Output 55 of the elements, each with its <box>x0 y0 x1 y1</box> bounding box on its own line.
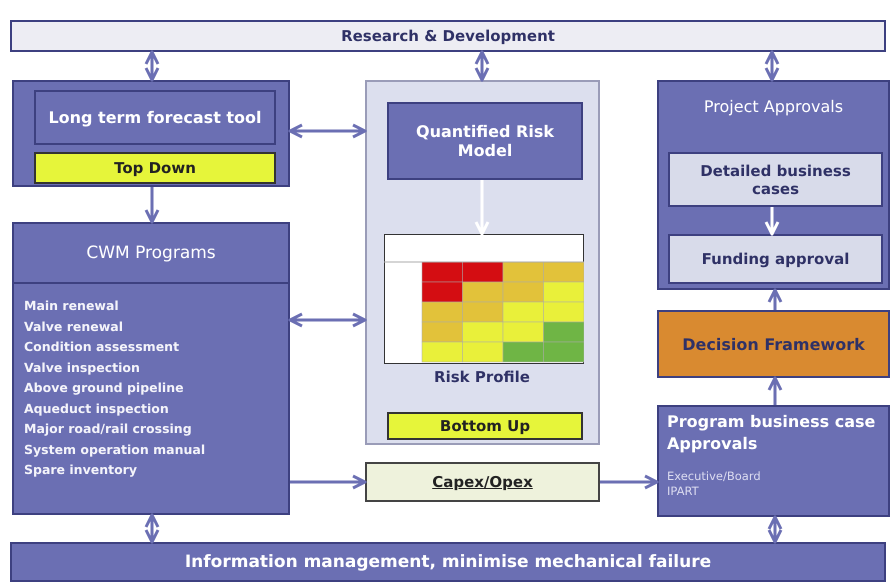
list-box <box>12 222 290 515</box>
box-label: Decision Framework <box>681 334 866 354</box>
tag-box <box>34 152 276 184</box>
arrow <box>768 288 782 310</box>
list-item: Valve renewal <box>24 318 124 336</box>
box-label: Capex/Opex <box>431 473 534 491</box>
arrow <box>764 50 780 82</box>
group-box <box>12 80 290 187</box>
panel <box>365 80 600 445</box>
arrow <box>288 312 366 328</box>
list-item: Spare inventory <box>24 461 138 479</box>
decision-box <box>657 310 890 378</box>
banner <box>10 542 886 582</box>
arrow <box>144 50 160 82</box>
list-item: Major road/rail crossing <box>24 420 193 438</box>
list-item: Above ground pipeline <box>24 379 185 397</box>
arrow <box>764 207 780 236</box>
list-item: Condition assessment <box>24 338 180 356</box>
process-box <box>668 234 883 284</box>
arrow <box>474 50 490 82</box>
risk-matrix-drawing <box>384 234 584 364</box>
process-box <box>387 102 583 180</box>
note: Executive/Board <box>667 469 761 484</box>
box-label: Funding approval <box>700 250 850 268</box>
heading: CWM Programs <box>86 243 216 263</box>
arrow <box>474 180 490 236</box>
approval-box <box>657 405 890 517</box>
tag-box <box>387 412 583 440</box>
list-item: System operation manual <box>24 440 206 459</box>
banner-title: Research & Development <box>340 27 556 45</box>
list-item: Valve inspection <box>24 358 141 377</box>
arrow <box>768 516 782 544</box>
heading: Program business case Approvals <box>667 411 876 455</box>
box-label: Long term forecast tool <box>47 108 263 127</box>
box-label: Detailed business cases <box>699 162 852 198</box>
list-item: Aqueduct inspection <box>24 400 170 418</box>
process-box <box>34 90 276 145</box>
list-item: Main renewal <box>24 297 120 315</box>
banner <box>10 20 886 52</box>
banner-title: Information management, minimise mechanical failure <box>184 552 712 572</box>
process-box <box>365 462 600 502</box>
group-box <box>657 80 890 290</box>
arrow <box>768 376 782 405</box>
arrow <box>144 187 160 224</box>
box-label: Project Approvals <box>702 96 844 116</box>
box-label: Quantified Risk Model <box>414 122 556 160</box>
arrow <box>288 124 366 138</box>
process-box <box>668 152 883 207</box>
box-label: Top Down <box>113 159 197 177</box>
arrow <box>600 474 658 490</box>
arrow <box>290 474 366 490</box>
note: IPART <box>667 484 699 499</box>
box-label: Bottom Up <box>438 417 532 435</box>
node-label: Risk Profile <box>433 368 531 386</box>
arrow <box>144 514 160 544</box>
